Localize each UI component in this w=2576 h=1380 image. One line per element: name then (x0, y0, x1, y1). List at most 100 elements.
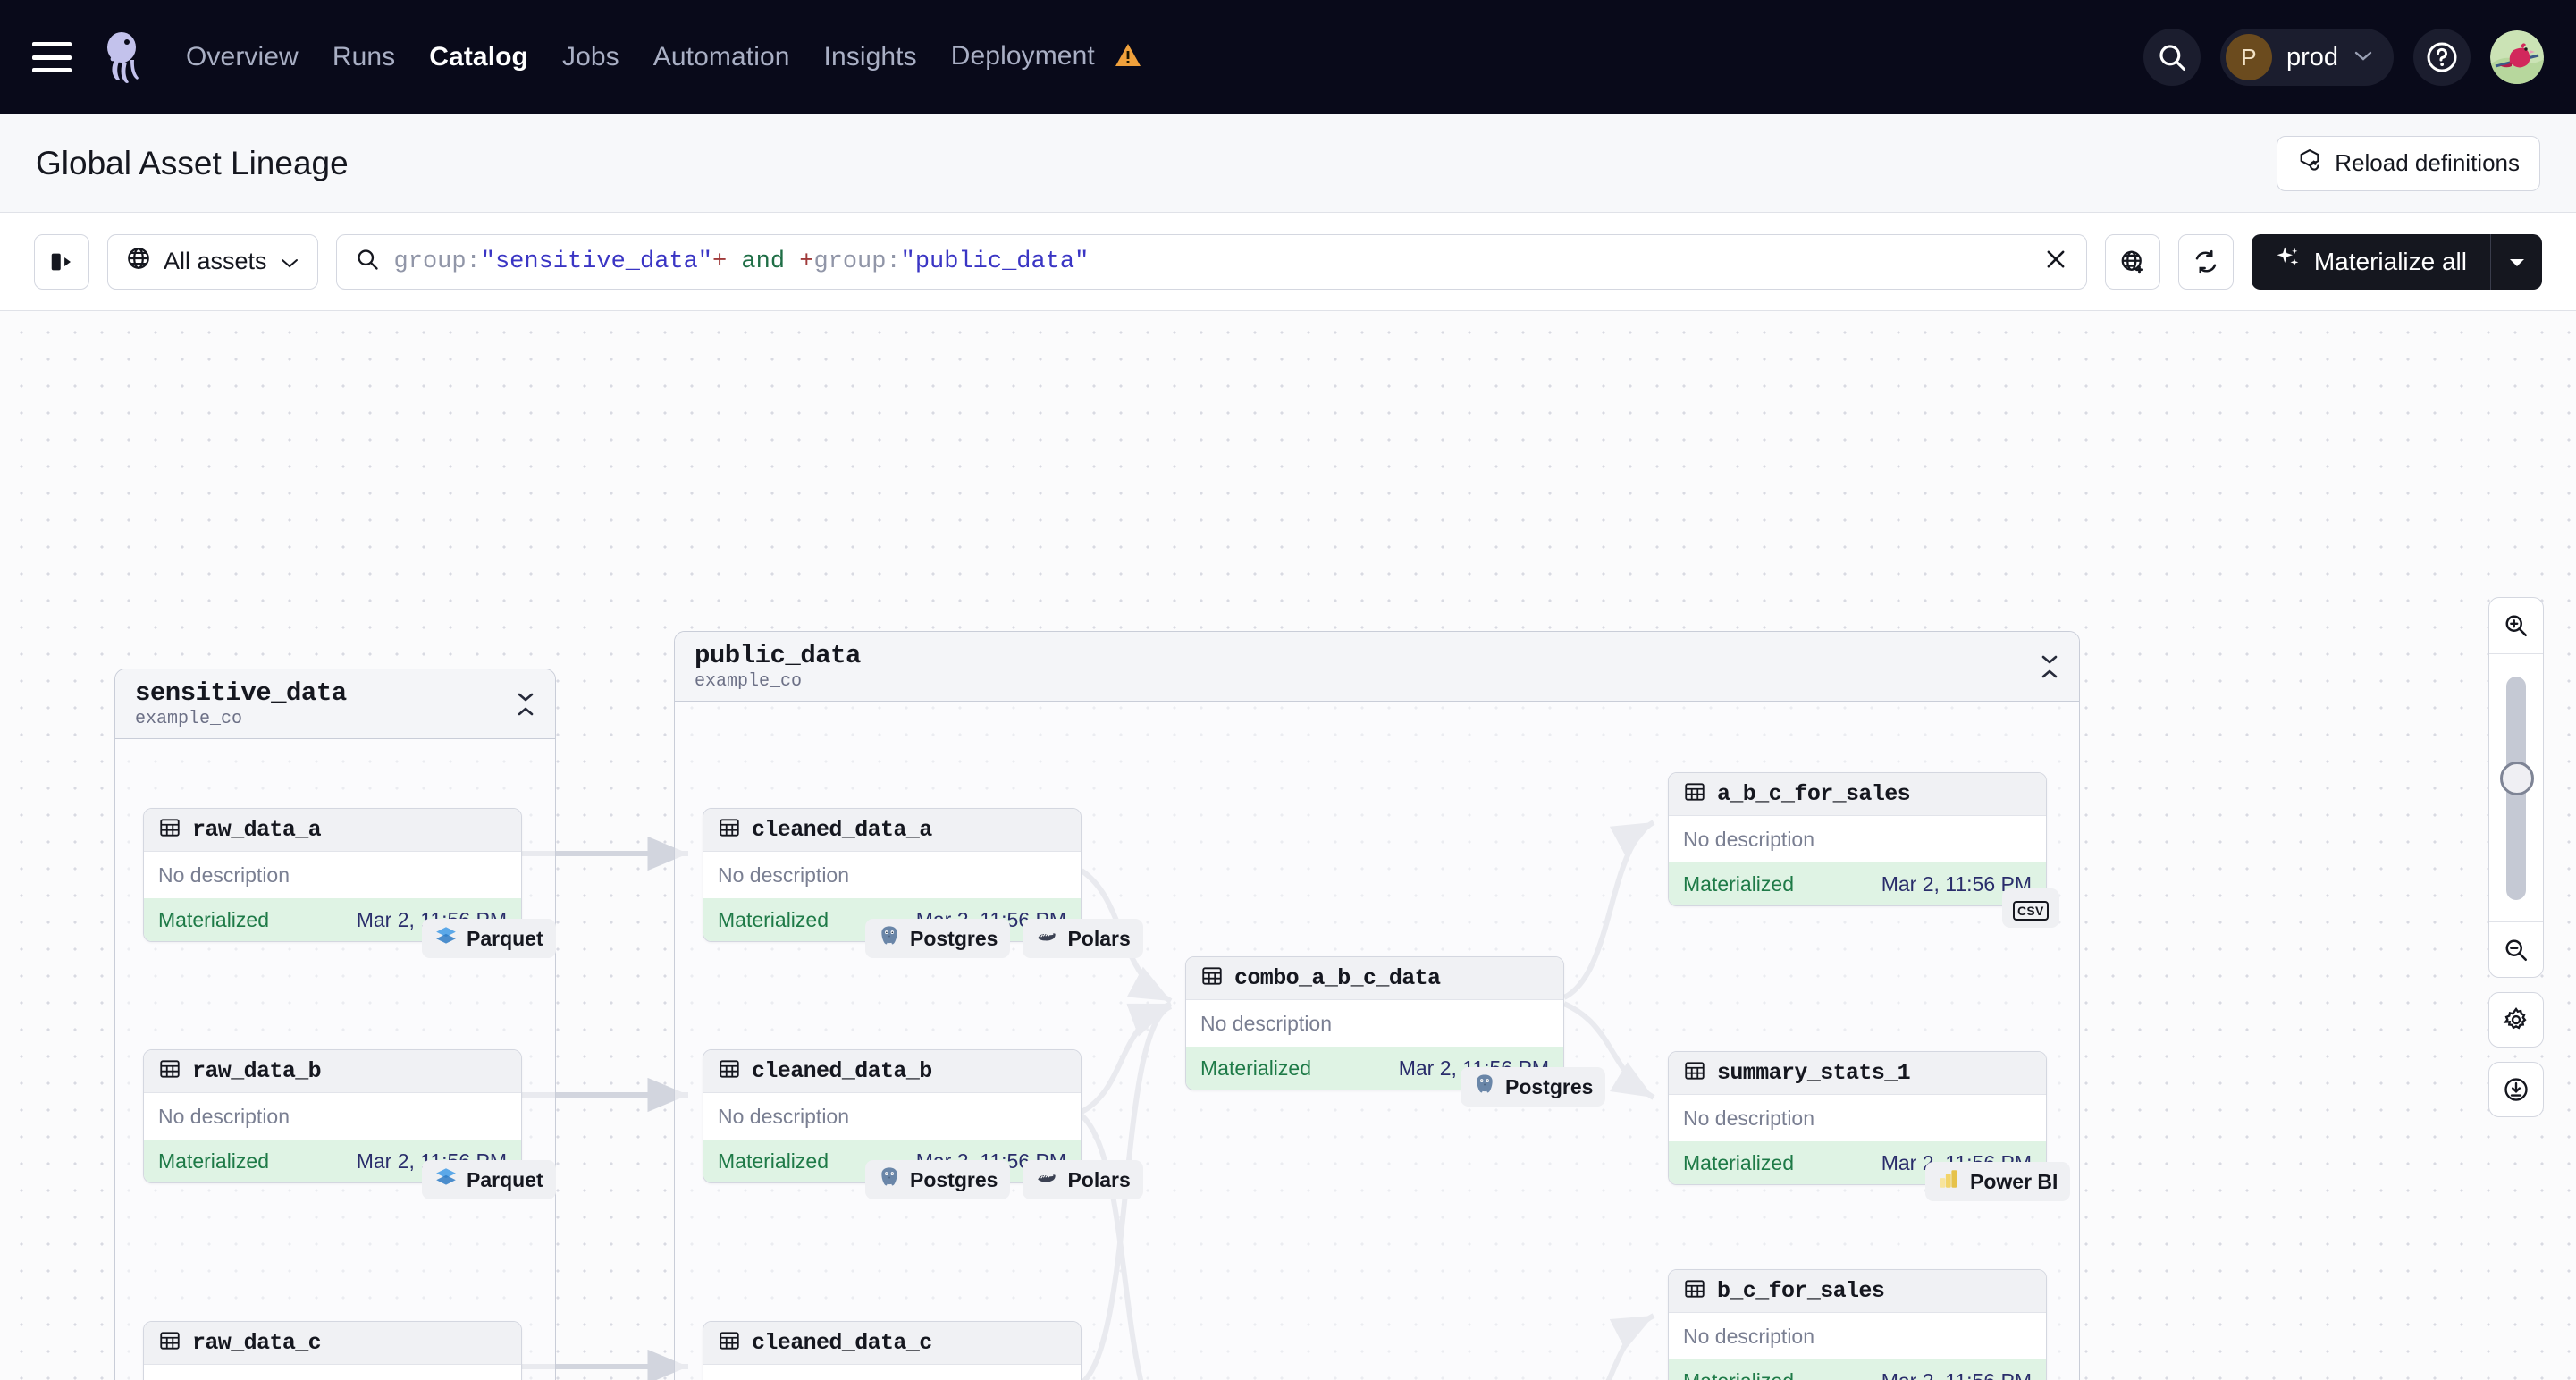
table-icon (1683, 780, 1706, 808)
asset-group-header: sensitive_data example_co (115, 669, 555, 739)
asset-node-title: cleaned_data_b (752, 1058, 932, 1084)
nav-link-overview[interactable]: Overview (186, 42, 299, 72)
status-badge: Materialized (1683, 871, 1794, 896)
asset-tag-polars[interactable]: Polars (1023, 1160, 1143, 1199)
asset-tag-label: Power BI (1970, 1169, 2058, 1193)
reload-definitions-label: Reload definitions (2335, 149, 2520, 176)
table-icon (158, 1329, 181, 1357)
asset-node-description: No description (158, 1104, 290, 1128)
asset-node-raw_data_c[interactable]: raw_data_c No description Materialized M… (143, 1321, 522, 1380)
avatar[interactable] (2490, 30, 2544, 84)
panel-expand-icon[interactable] (34, 233, 89, 290)
collapse-icon[interactable] (514, 689, 537, 724)
asset-group-subtitle: example_co (135, 709, 243, 729)
deployment-switcher[interactable]: P prod (2219, 29, 2394, 86)
asset-node-status: Materialized Mar 2, 11:56 PM (1669, 1359, 2046, 1380)
asset-filter-dropdown[interactable]: All assets (107, 233, 318, 290)
asset-node-description: No description (703, 1365, 1081, 1380)
question-circle-icon[interactable] (2413, 29, 2471, 86)
search-query-value: group:"sensitive_data"+ and +group:"publ… (393, 248, 1090, 275)
zoom-out-icon[interactable] (2489, 921, 2543, 977)
asset-tag-postgres[interactable]: Postgres (865, 1160, 1011, 1199)
globe-icon (126, 246, 151, 277)
materialize-all-button[interactable]: Materialize all (2251, 233, 2490, 290)
nav-link-jobs[interactable]: Jobs (561, 42, 619, 72)
asset-tag-csv[interactable]: CSV (2002, 888, 2059, 928)
status-badge: Materialized (718, 907, 829, 931)
search-icon (355, 247, 380, 276)
materialize-all-label: Materialize all (2313, 247, 2467, 275)
asset-node-title: a_b_c_for_sales (1717, 781, 1911, 807)
asset-node-summary_stats_1[interactable]: summary_stats_1 No description Materiali… (1668, 1051, 2047, 1185)
asset-tag-row: Power BI (1925, 1162, 2071, 1201)
parquet-icon (434, 1165, 458, 1194)
asset-node-header: raw_data_a (144, 809, 521, 852)
asset-node-cleaned_data_c[interactable]: cleaned_data_c No description Materializ… (703, 1321, 1082, 1380)
dagster-logo[interactable] (95, 29, 150, 85)
asset-node-description: No description (158, 862, 290, 887)
reload-definitions-button[interactable]: Reload definitions (2277, 135, 2540, 191)
nav-link-insights[interactable]: Insights (823, 42, 917, 72)
asset-node-header: combo_a_b_c_data (1186, 957, 1563, 1000)
asset-tag-postgres[interactable]: Postgres (865, 919, 1011, 958)
lineage-canvas[interactable]: sensitive_data example_co public_data ex… (0, 311, 2576, 1380)
asset-tag-label: Polars (1067, 926, 1131, 950)
zoom-controls (2488, 597, 2544, 1117)
asset-node-cleaned_data_a[interactable]: cleaned_data_a No description Materializ… (703, 808, 1082, 942)
asset-tag-row: CSV (2002, 888, 2059, 928)
asset-node-header: cleaned_data_a (703, 809, 1081, 852)
table-icon (1200, 964, 1224, 992)
asset-tag-polars[interactable]: Polars (1023, 919, 1143, 958)
asset-tag-label: Parquet (467, 1167, 543, 1191)
asset-tag-postgres[interactable]: Postgres (1461, 1067, 1606, 1107)
status-badge: Materialized (1683, 1150, 1794, 1174)
top-navigation-bar: Overview Runs Catalog Jobs Automation In… (0, 0, 2576, 114)
powerbi-icon (1938, 1167, 1961, 1196)
asset-node-title: summary_stats_1 (1717, 1060, 1911, 1086)
asset-tag-power-bi[interactable]: Power BI (1925, 1162, 2071, 1201)
asset-tag-row: Postgres Polars (865, 919, 1143, 958)
zoom-in-icon[interactable] (2489, 598, 2543, 653)
globe-plus-icon[interactable] (2104, 233, 2160, 290)
zoom-slider-thumb[interactable] (2500, 762, 2534, 795)
nav-link-deployment-label: Deployment (950, 40, 1095, 71)
nav-link-runs[interactable]: Runs (332, 42, 396, 72)
asset-node-combo_a_b_c_data[interactable]: combo_a_b_c_data No description Material… (1185, 956, 1564, 1090)
materialize-all-group: Materialize all (2251, 233, 2542, 290)
asset-node-description: No description (1683, 827, 1815, 851)
gear-icon[interactable] (2488, 992, 2544, 1048)
search-input[interactable]: group:"sensitive_data"+ and +group:"publ… (335, 233, 2087, 290)
asset-node-header: summary_stats_1 (1669, 1052, 2046, 1095)
nav-link-automation[interactable]: Automation (652, 42, 790, 72)
asset-node-description: No description (718, 862, 850, 887)
fit-to-screen-icon[interactable] (2488, 1062, 2544, 1117)
postgres-icon (878, 1165, 901, 1194)
asset-node-header: raw_data_b (144, 1050, 521, 1093)
zoom-slider[interactable] (2489, 653, 2543, 921)
page-header: Global Asset Lineage Reload definitions (0, 114, 2576, 213)
nav-links: Overview Runs Catalog Jobs Automation In… (186, 41, 1141, 74)
asset-node-header: cleaned_data_c (703, 1322, 1081, 1365)
collapse-icon[interactable] (2038, 652, 2061, 686)
asset-tag-parquet[interactable]: Parquet (422, 919, 556, 958)
asset-tag-row: Parquet (422, 1160, 556, 1199)
nav-link-deployment[interactable]: Deployment (951, 41, 1142, 74)
status-badge: Materialized (158, 907, 269, 931)
search-icon[interactable] (2142, 29, 2201, 86)
polars-icon (1035, 924, 1058, 953)
chevron-down-icon (2353, 48, 2374, 67)
nav-link-catalog[interactable]: Catalog (429, 42, 528, 72)
asset-node-a_b_c_for_sales[interactable]: a_b_c_for_sales No description Materiali… (1668, 772, 2047, 906)
asset-group-sensitive_data[interactable]: sensitive_data example_co (114, 669, 556, 1380)
table-icon (158, 1057, 181, 1085)
asset-node-header: raw_data_c (144, 1322, 521, 1365)
asset-node-raw_data_a[interactable]: raw_data_a No description Materialized M… (143, 808, 522, 942)
asset-tag-parquet[interactable]: Parquet (422, 1160, 556, 1199)
materialize-all-caret-button[interactable] (2490, 233, 2542, 290)
hamburger-icon[interactable] (32, 42, 72, 72)
refresh-icon[interactable] (2177, 233, 2234, 290)
chevron-down-icon (280, 248, 299, 275)
asset-node-b_c_for_sales[interactable]: b_c_for_sales No description Materialize… (1668, 1269, 2047, 1380)
warning-triangle-icon (1115, 43, 1141, 74)
close-icon[interactable] (2043, 247, 2068, 276)
